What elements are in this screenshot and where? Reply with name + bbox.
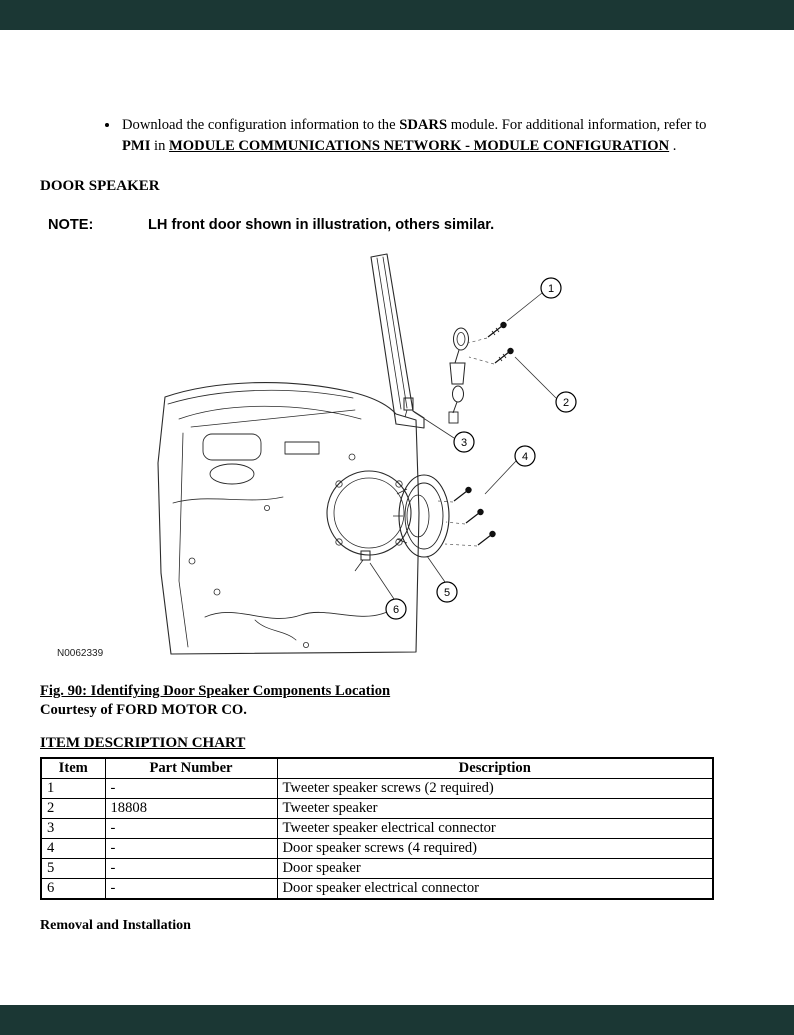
callout-1: 1 bbox=[540, 277, 562, 299]
part-number-cell: - bbox=[104, 877, 278, 900]
table-row: 1 - Tweeter speaker screws (2 required) bbox=[40, 777, 714, 799]
door-speaker-connector-art bbox=[354, 550, 371, 572]
table-row: 4 - Door speaker screws (4 required) bbox=[40, 837, 714, 859]
part-number-cell: - bbox=[104, 857, 278, 879]
svg-text:3: 3 bbox=[461, 437, 467, 449]
column-header-part-number: Part Number bbox=[104, 757, 278, 779]
figure-code-label: N0062339 bbox=[57, 648, 104, 659]
part-number-cell: 18808 bbox=[104, 797, 278, 819]
figure-credit: Courtesy of FORD MOTOR CO. bbox=[40, 701, 247, 718]
bullet-text-3: in bbox=[150, 138, 170, 155]
table-row: 3 - Tweeter speaker electrical connector bbox=[40, 817, 714, 839]
tweeter-connector-art bbox=[403, 397, 414, 418]
figure-container: 1 2 3 4 5 bbox=[55, 251, 595, 666]
description-cell: Tweeter speaker screws (2 required) bbox=[276, 777, 714, 799]
tweeter-screws-art bbox=[487, 322, 514, 364]
door-speaker-diagram: 1 2 3 4 5 bbox=[57, 253, 577, 659]
description-cell: Door speaker screws (4 required) bbox=[276, 837, 714, 859]
page-content: Download the configuration information t… bbox=[0, 0, 794, 934]
svg-text:1: 1 bbox=[548, 283, 554, 295]
table-row: 6 - Door speaker electrical connector bbox=[40, 877, 714, 900]
table-row: 2 18808 Tweeter speaker bbox=[40, 797, 714, 819]
top-bar bbox=[0, 0, 794, 30]
callout-5: 5 bbox=[436, 581, 458, 603]
window-pillar bbox=[370, 253, 425, 429]
pmi-term: PMI bbox=[122, 138, 151, 155]
item-cell: 1 bbox=[40, 777, 106, 799]
description-cell: Door speaker electrical connector bbox=[276, 877, 714, 900]
bullet-text-4: . bbox=[669, 138, 677, 155]
bullet-text-1: Download the configuration information t… bbox=[122, 117, 400, 133]
part-number-cell: - bbox=[104, 777, 278, 799]
callout-3: 3 bbox=[453, 431, 475, 453]
note-text: LH front door shown in illustration, oth… bbox=[148, 217, 495, 234]
bullet-text-2: module. For additional information, refe… bbox=[447, 117, 707, 133]
part-number-cell: - bbox=[104, 837, 278, 859]
speaker-alignment-lines bbox=[437, 500, 478, 547]
table-header-row: Item Part Number Description bbox=[40, 757, 714, 779]
module-configuration-link[interactable]: MODULE COMMUNICATIONS NETWORK - MODULE C… bbox=[169, 138, 670, 155]
callout-4: 4 bbox=[514, 445, 536, 467]
description-cell: Tweeter speaker bbox=[276, 797, 714, 819]
table-row: 5 - Door speaker bbox=[40, 857, 714, 879]
door-panel-art bbox=[157, 382, 420, 655]
note-block: NOTE: LH front door shown in illustratio… bbox=[40, 217, 737, 233]
bullet-item: Download the configuration information t… bbox=[120, 115, 737, 157]
description-cell: Tweeter speaker electrical connector bbox=[276, 817, 714, 839]
callout-leader-lines bbox=[369, 293, 557, 600]
tweeter-speaker-art bbox=[448, 327, 469, 424]
figure-caption: Fig. 90: Identifying Door Speaker Compon… bbox=[40, 682, 737, 718]
item-cell: 4 bbox=[40, 837, 106, 859]
door-speaker-screws-art bbox=[453, 487, 496, 546]
sdars-term: SDARS bbox=[399, 117, 448, 133]
svg-text:5: 5 bbox=[444, 587, 450, 599]
removal-installation-heading: Removal and Installation bbox=[40, 917, 191, 933]
callout-6: 6 bbox=[385, 598, 407, 620]
door-speaker-art bbox=[393, 474, 450, 558]
bullet-list: Download the configuration information t… bbox=[40, 115, 737, 157]
figure-caption-link[interactable]: Fig. 90: Identifying Door Speaker Compon… bbox=[40, 683, 391, 700]
item-cell: 2 bbox=[40, 797, 106, 819]
svg-text:4: 4 bbox=[522, 451, 528, 463]
door-speaker-heading: DOOR SPEAKER bbox=[40, 178, 160, 195]
column-header-item: Item bbox=[40, 757, 106, 779]
column-header-description: Description bbox=[276, 757, 714, 779]
description-cell: Door speaker bbox=[276, 857, 714, 879]
bottom-bar bbox=[0, 1005, 794, 1035]
callout-2: 2 bbox=[555, 391, 577, 413]
tweeter-alignment-lines bbox=[467, 337, 495, 365]
item-cell: 5 bbox=[40, 857, 106, 879]
svg-text:2: 2 bbox=[563, 397, 569, 409]
part-number-cell: - bbox=[104, 817, 278, 839]
item-cell: 3 bbox=[40, 817, 106, 839]
item-cell: 6 bbox=[40, 877, 106, 900]
svg-text:6: 6 bbox=[393, 604, 399, 616]
item-description-chart-title: ITEM DESCRIPTION CHART bbox=[40, 734, 246, 751]
item-description-table: Item Part Number Description 1 - Tweeter… bbox=[40, 756, 714, 900]
note-label: NOTE: bbox=[48, 217, 94, 234]
